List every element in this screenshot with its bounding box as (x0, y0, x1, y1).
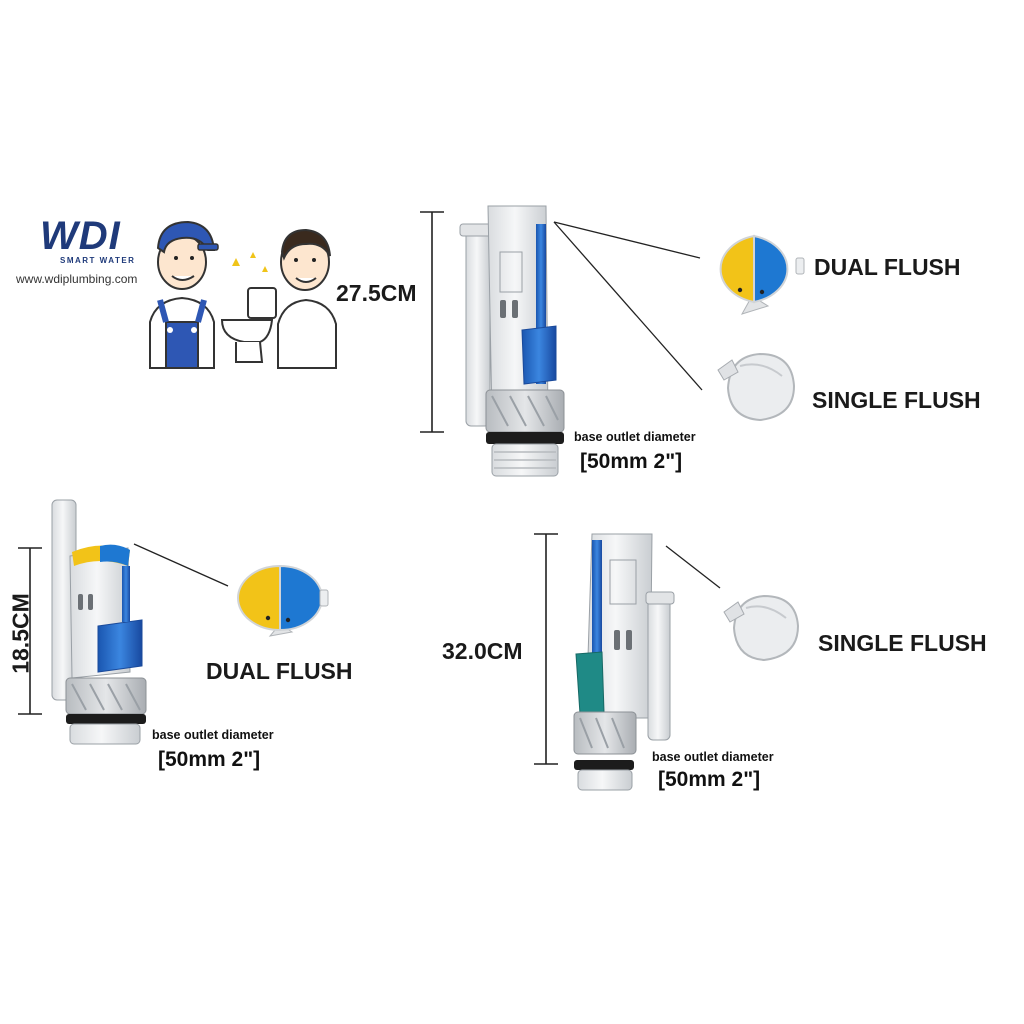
base-caption-product-1: base outlet diameter (574, 430, 696, 444)
height-label-product-1: 27.5CM (336, 280, 417, 306)
flush-valve-product-2 (51, 499, 147, 745)
flush-valve-product-1 (459, 205, 565, 477)
height-label-product-3: 32.0CM (442, 638, 523, 664)
brand-website: www.wdiplumbing.com (16, 272, 138, 286)
base-size-product-1: [50mm 2"] (580, 450, 683, 473)
leader-line-product-2 (133, 543, 229, 587)
dual-flush-button-image-1 (719, 234, 805, 315)
dual-flush-label-product-1: DUAL FLUSH (814, 254, 961, 280)
base-caption-product-3: base outlet diameter (652, 750, 774, 764)
base-caption-product-2: base outlet diameter (152, 728, 274, 742)
leader-lines-product-1 (553, 221, 703, 391)
flush-valve-product-3 (573, 533, 675, 791)
single-flush-label-product-3: SINGLE FLUSH (818, 630, 987, 656)
single-flush-button-image-1 (717, 352, 796, 422)
plumber-mascot-illustration (149, 220, 337, 369)
brand-tagline: SMART WATER (60, 256, 136, 265)
dual-flush-label-product-2: DUAL FLUSH (206, 658, 353, 684)
single-flush-label-product-1: SINGLE FLUSH (812, 387, 981, 413)
base-size-product-2: [50mm 2"] (158, 748, 261, 771)
brand-logo: WDI (40, 214, 121, 258)
dual-flush-button-image-2 (237, 564, 329, 637)
single-flush-button-image-2 (723, 594, 800, 662)
height-label-product-2: 18.5CM (7, 593, 34, 674)
dimension-line-320 (534, 533, 558, 765)
leader-line-product-3 (665, 545, 721, 589)
dimension-line-185 (18, 547, 42, 715)
dimension-line-275 (420, 211, 444, 433)
base-size-product-3: [50mm 2"] (658, 768, 761, 791)
